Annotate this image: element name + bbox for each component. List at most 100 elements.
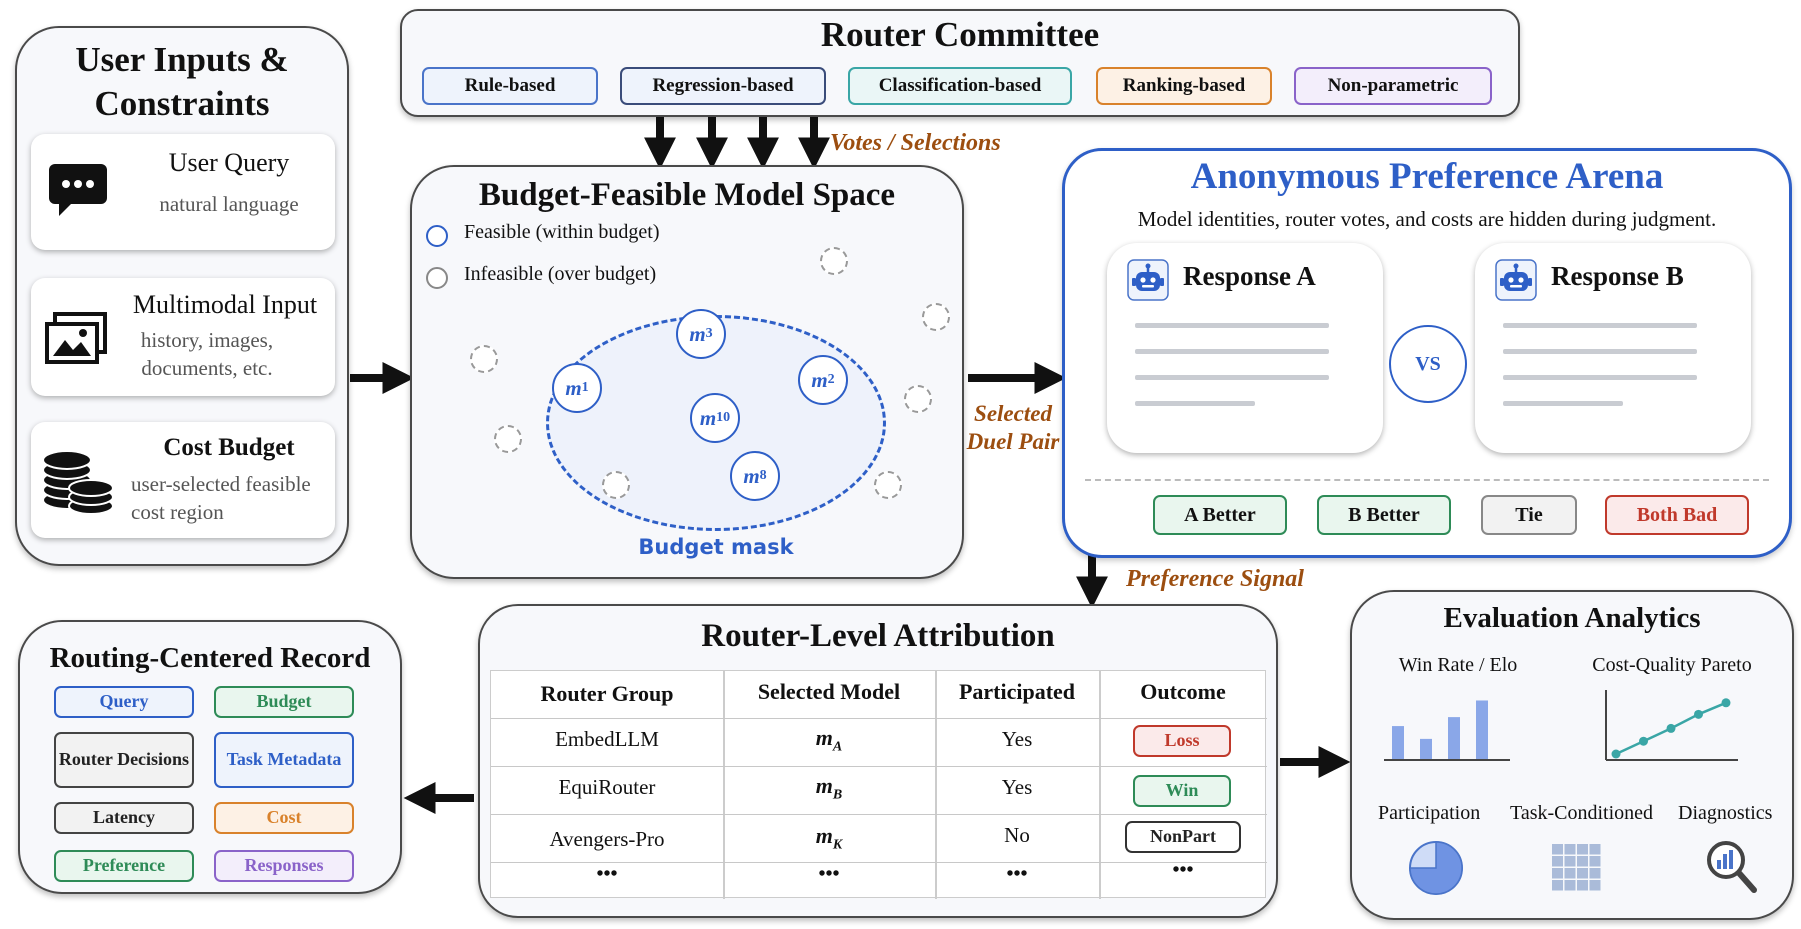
infeasible-node bbox=[904, 385, 932, 413]
record-preference: Preference bbox=[54, 850, 194, 882]
coins-icon bbox=[39, 448, 117, 518]
table-column-divider bbox=[723, 671, 725, 899]
table-row: EquiRouter mB Yes Win bbox=[491, 767, 1267, 815]
router-regression-based: Regression-based bbox=[620, 67, 826, 105]
grid-cell bbox=[1552, 868, 1563, 879]
text-line bbox=[1135, 349, 1329, 354]
header-router-group: Router Group bbox=[540, 681, 674, 706]
record-cost: Cost bbox=[214, 802, 354, 834]
pareto-chart bbox=[1605, 690, 1738, 761]
record-query: Query bbox=[54, 686, 194, 718]
record-task-metadata: Task Metadata bbox=[214, 732, 354, 788]
header-selected-model: Selected Model bbox=[757, 679, 901, 704]
router-classification-based: Classification-based bbox=[848, 67, 1072, 105]
routing-record-title: Routing-Centered Record bbox=[49, 642, 371, 674]
text-line bbox=[1135, 323, 1329, 328]
text-line bbox=[1135, 401, 1255, 406]
router-non-parametric: Non-parametric bbox=[1294, 67, 1492, 105]
table-header-row: Router Group Selected Model Participated… bbox=[491, 671, 1267, 719]
outcome-win-badge: Win bbox=[1133, 775, 1231, 807]
images-icon bbox=[43, 312, 109, 366]
user-query-title: User Query bbox=[168, 148, 290, 177]
infeasible-node bbox=[874, 471, 902, 499]
pareto-point bbox=[1666, 723, 1676, 733]
table-column-divider bbox=[935, 671, 937, 899]
text-line bbox=[1503, 401, 1623, 406]
text-line bbox=[1503, 323, 1697, 328]
pareto-label: Cost-Quality Pareto bbox=[1592, 654, 1752, 676]
selected-duel-pair-label: Selected Duel Pair bbox=[966, 401, 1060, 454]
grid-cell bbox=[1577, 880, 1588, 891]
record-responses: Responses bbox=[214, 850, 354, 882]
row-selected-model: mA bbox=[815, 725, 843, 755]
response-a-title: Response A bbox=[1183, 261, 1316, 291]
model-space-panel: Budget-Feasible Model Space Feasible (wi… bbox=[410, 165, 964, 579]
cost-budget-card: Cost Budget user-selected feasible cost … bbox=[31, 422, 335, 538]
grid-cell bbox=[1564, 868, 1576, 879]
analytics-title: Evaluation Analytics bbox=[1443, 602, 1701, 634]
grid-heatmap-icon bbox=[1552, 844, 1602, 892]
cost-budget-title: Cost Budget bbox=[163, 434, 295, 461]
grid-cell bbox=[1577, 868, 1588, 879]
arena-divider bbox=[1085, 479, 1769, 481]
a-better-button[interactable]: A Better bbox=[1153, 495, 1287, 535]
table-column-divider bbox=[1099, 671, 1101, 899]
preference-signal-label: Preference Signal bbox=[1126, 566, 1304, 592]
outcome-loss-badge: Loss bbox=[1133, 725, 1231, 757]
record-latency: Latency bbox=[54, 802, 194, 834]
user-query-card: User Query natural language bbox=[31, 134, 335, 250]
b-better-button[interactable]: B Better bbox=[1317, 495, 1451, 535]
chat-bubble-icon bbox=[47, 162, 109, 218]
participation-label: Participation bbox=[1378, 802, 1481, 824]
votes-selections-label: Votes / Selections bbox=[830, 130, 1001, 156]
grid-cell bbox=[1552, 856, 1563, 867]
infeasible-node bbox=[922, 303, 950, 331]
row-router-group: EmbedLLM bbox=[555, 727, 659, 751]
infeasible-node bbox=[494, 425, 522, 453]
table-row: EmbedLLM mA Yes Loss bbox=[491, 719, 1267, 767]
row-participated: Yes bbox=[1001, 775, 1033, 799]
win-rate-bar bbox=[1420, 738, 1432, 760]
both-bad-button[interactable]: Both Bad bbox=[1605, 495, 1749, 535]
infeasible-legend-label: Infeasible (over budget) bbox=[464, 263, 657, 285]
infeasible-legend-icon bbox=[426, 267, 448, 289]
router-rule-based: Rule-based bbox=[422, 67, 598, 105]
arena-subtitle: Model identities, router votes, and cost… bbox=[1137, 207, 1717, 231]
win-rate-bar bbox=[1448, 717, 1460, 760]
win-rate-chart bbox=[1384, 700, 1510, 761]
record-budget: Budget bbox=[214, 686, 354, 718]
multimodal-input-title: Multimodal Input bbox=[132, 290, 318, 319]
robot-icon bbox=[1127, 259, 1169, 301]
table-ellipsis: ••• bbox=[1172, 859, 1194, 881]
tie-button[interactable]: Tie bbox=[1481, 495, 1577, 535]
evaluation-analytics-panel: Evaluation Analytics Win Rate / Elo Cost… bbox=[1350, 590, 1794, 920]
table-ellipsis: ••• bbox=[818, 863, 840, 885]
grid-cell bbox=[1589, 880, 1601, 891]
win-rate-label: Win Rate / Elo bbox=[1398, 654, 1518, 676]
row-selected-model: mK bbox=[815, 823, 843, 853]
grid-cell bbox=[1564, 856, 1576, 867]
table-row: Avengers-Pro mK No NonPart bbox=[491, 815, 1267, 863]
grid-cell bbox=[1589, 844, 1601, 855]
row-router-group: EquiRouter bbox=[558, 775, 656, 799]
vs-badge: VS bbox=[1389, 325, 1467, 403]
row-participated: Yes bbox=[1001, 727, 1033, 751]
row-selected-model: mB bbox=[815, 773, 843, 803]
infeasible-node bbox=[820, 247, 848, 275]
cost-budget-subtitle-2: cost region bbox=[131, 500, 224, 524]
task-conditioned-label: Task-Conditioned bbox=[1510, 802, 1654, 824]
text-line bbox=[1503, 349, 1697, 354]
record-router-decisions: Router Decisions bbox=[54, 732, 194, 788]
multimodal-subtitle-1: history, images, bbox=[140, 328, 274, 352]
grid-cell bbox=[1564, 844, 1576, 855]
row-router-group: Avengers-Pro bbox=[549, 827, 665, 851]
grid-cell bbox=[1589, 856, 1601, 867]
grid-cell bbox=[1552, 844, 1563, 855]
grid-cell bbox=[1589, 868, 1601, 879]
outcome-nonpart-badge: NonPart bbox=[1125, 821, 1241, 853]
participation-pie-slice bbox=[1409, 841, 1463, 895]
text-line bbox=[1503, 375, 1697, 380]
